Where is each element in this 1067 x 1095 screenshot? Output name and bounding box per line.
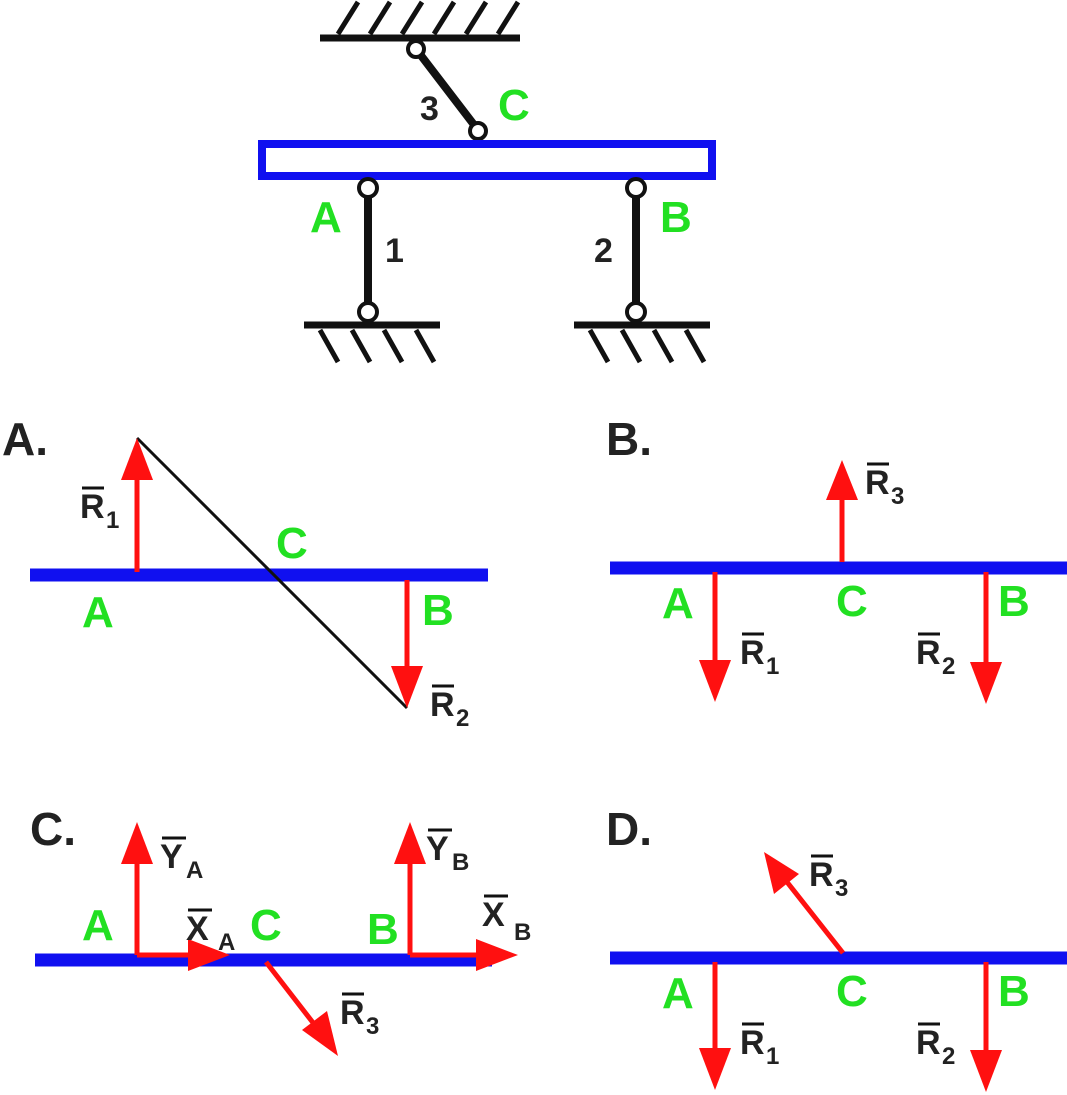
svg-text:Y: Y (426, 830, 449, 868)
option-a[interactable]: A. A C B R 1 R 2 (2, 413, 488, 732)
option-b-label: B. (606, 413, 652, 465)
option-a-label: A. (2, 413, 48, 465)
option-d-point-c: C (836, 967, 868, 1016)
option-b-label-r1: R 1 (740, 632, 779, 680)
option-d-label: D. (606, 803, 652, 855)
rod-3-label: 3 (420, 90, 439, 128)
option-d-point-a: A (662, 969, 694, 1018)
scheme: 3 C 1 A 2 B (258, 0, 716, 364)
option-b[interactable]: B. A C B R 3 R 1 R 2 (606, 413, 1067, 704)
option-a-point-b: B (422, 586, 454, 635)
option-c-label-xa: X A (186, 908, 235, 956)
option-d-arrowhead-r3 (764, 852, 799, 894)
option-a-arrowhead-r1 (121, 438, 153, 480)
option-c-arrowhead-yb (394, 822, 426, 864)
option-a-label-r2: R 2 (430, 684, 469, 732)
option-c-arrowhead-xa (188, 939, 230, 971)
option-c-point-a: A (82, 901, 114, 950)
point-b-label: B (660, 193, 692, 242)
option-c-point-b: B (367, 905, 399, 954)
option-a-point-a: A (82, 588, 114, 637)
svg-text:B: B (452, 849, 469, 876)
svg-text:A: A (218, 929, 235, 956)
option-b-point-c: C (836, 577, 868, 626)
option-b-arrowhead-r3 (826, 460, 858, 500)
option-b-label-r2: R 2 (916, 632, 955, 680)
option-c-arrowhead-ya (121, 822, 153, 864)
pin-b (625, 177, 647, 199)
svg-text:3: 3 (366, 1013, 379, 1040)
option-b-point-a: A (662, 579, 694, 628)
option-b-arrowhead-r1 (699, 660, 731, 702)
option-c-label-ya: Y A (160, 836, 203, 884)
svg-text:2: 2 (456, 705, 469, 732)
svg-text:R: R (340, 994, 365, 1032)
option-c-arrowhead-xb (476, 939, 518, 971)
svg-text:B: B (514, 919, 531, 946)
option-d-point-b: B (998, 967, 1030, 1016)
ground-support-left (304, 321, 440, 364)
svg-text:R: R (430, 686, 455, 724)
option-c[interactable]: C. A C B Y A X A Y B (30, 803, 531, 1056)
svg-text:R: R (740, 634, 765, 672)
svg-text:1: 1 (766, 653, 779, 680)
rod-2-label: 2 (594, 232, 613, 270)
pin-rod2-bottom (625, 301, 647, 323)
svg-text:X: X (186, 910, 209, 948)
ground-support-right (574, 321, 710, 364)
option-c-point-c: C (250, 901, 282, 950)
option-b-arrowhead-r2 (970, 662, 1002, 704)
svg-text:R: R (916, 634, 941, 672)
point-a-label: A (310, 193, 342, 242)
option-a-point-c: C (276, 519, 308, 568)
option-d[interactable]: D. A C B R 3 R 1 R 2 (606, 803, 1067, 1092)
pin-rod1-bottom (357, 301, 379, 323)
svg-text:A: A (186, 857, 203, 884)
svg-text:R: R (865, 464, 890, 502)
option-c-label: C. (30, 803, 76, 855)
ceiling-support (320, 0, 521, 42)
option-d-arrowhead-r2 (970, 1050, 1002, 1092)
svg-text:2: 2 (942, 1043, 955, 1070)
svg-text:3: 3 (835, 875, 848, 902)
svg-text:R: R (809, 856, 834, 894)
svg-text:1: 1 (106, 507, 119, 534)
rod-3 (412, 45, 482, 134)
pin-c (468, 121, 488, 141)
svg-text:R: R (80, 488, 105, 526)
svg-text:2: 2 (942, 653, 955, 680)
pin-a (357, 177, 379, 199)
option-a-arrowhead-r2 (391, 666, 423, 708)
option-c-force-r3 (264, 960, 316, 1026)
option-c-label-xb: X B (482, 894, 531, 946)
option-c-label-yb: Y B (426, 828, 469, 876)
option-c-label-r3: R 3 (340, 992, 379, 1040)
option-d-arrowhead-r1 (699, 1048, 731, 1090)
option-d-label-r2: R 2 (916, 1022, 955, 1070)
svg-text:1: 1 (766, 1043, 779, 1070)
svg-text:X: X (482, 896, 505, 934)
option-d-label-r3: R 3 (809, 854, 848, 902)
beam (258, 140, 716, 180)
point-c-label: C (498, 81, 530, 130)
pin-rod3-top (406, 39, 426, 59)
option-c-arrowhead-r3 (302, 1011, 338, 1056)
option-a-diagonal (135, 436, 409, 710)
option-b-point-b: B (998, 577, 1030, 626)
svg-text:Y: Y (160, 838, 183, 876)
option-b-label-r3: R 3 (865, 462, 904, 510)
svg-text:R: R (916, 1024, 941, 1062)
option-d-label-r1: R 1 (740, 1022, 779, 1070)
rod-1-label: 1 (385, 232, 404, 270)
option-d-force-r3 (785, 880, 845, 955)
option-a-label-r1: R 1 (80, 486, 119, 534)
svg-text:R: R (740, 1024, 765, 1062)
svg-text:3: 3 (891, 483, 904, 510)
